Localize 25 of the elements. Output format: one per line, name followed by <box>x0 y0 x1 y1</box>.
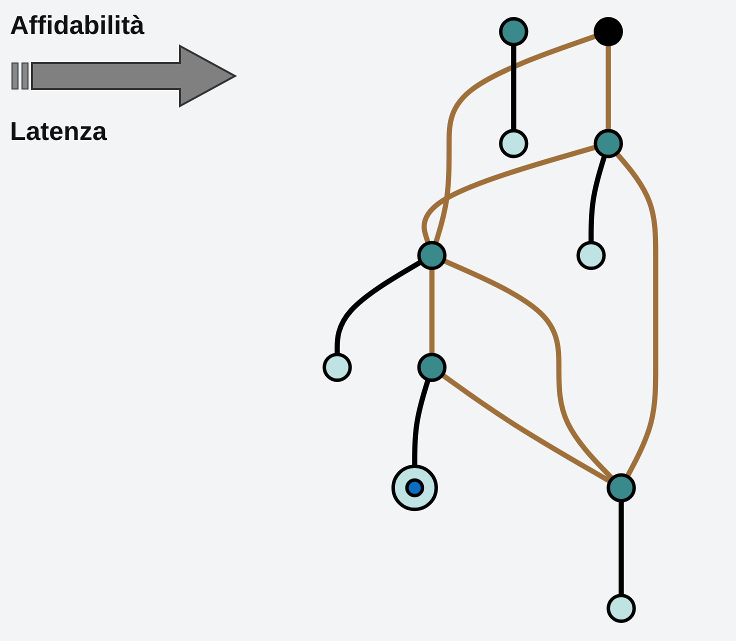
connector <box>433 34 598 244</box>
connector <box>334 260 422 354</box>
node-circle <box>499 17 528 46</box>
connector <box>442 258 614 480</box>
node-circle <box>391 464 438 512</box>
connector <box>422 144 597 244</box>
node-circle <box>417 352 447 382</box>
node-circle <box>594 17 623 46</box>
connector <box>440 372 612 484</box>
connector <box>588 155 608 243</box>
node-circle <box>594 128 623 158</box>
node-circle <box>322 352 352 382</box>
node-circle <box>576 240 606 270</box>
node-circle <box>499 128 528 158</box>
node-circle <box>417 240 447 270</box>
text-label: Affidabilità <box>10 10 144 41</box>
node-circle <box>606 594 636 623</box>
connector <box>412 378 431 466</box>
node-circle <box>606 473 636 502</box>
connector <box>614 152 658 478</box>
connector <box>618 500 624 596</box>
connector <box>429 268 434 354</box>
connector <box>511 44 516 131</box>
text-label: Latenza <box>10 116 107 147</box>
connector <box>606 44 611 131</box>
